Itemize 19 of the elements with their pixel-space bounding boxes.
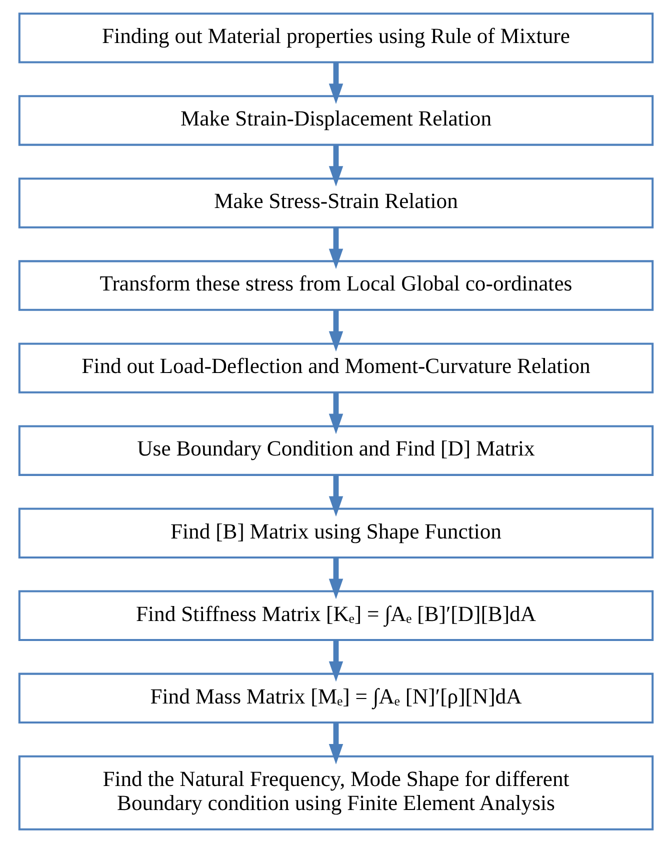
arrow bbox=[328, 475, 343, 517]
node-box: Find Stiffness Matrix [Kₑ] = ∫Aₑ [B]′[D][B]dA bbox=[18, 590, 654, 642]
arrow bbox=[328, 640, 343, 682]
node-box: Make Strain-Displacement Relation bbox=[18, 95, 654, 146]
arrow bbox=[328, 558, 343, 600]
node-box: Use Boundary Condition and Find [D] Matrix bbox=[18, 425, 654, 476]
arrow bbox=[328, 144, 343, 187]
arrow bbox=[328, 392, 343, 434]
node-box: Find the Natural Frequency, Mode Shape for different Boundary condition using Finite Element Analysis bbox=[18, 755, 654, 830]
node-box: Find Mass Matrix [Mₑ] = ∫Aₑ [N]′[ρ][N]dA bbox=[18, 672, 654, 724]
arrow bbox=[328, 62, 343, 104]
node-box: Transform these stress from Local Global co-ordinates bbox=[18, 260, 654, 311]
arrow bbox=[328, 722, 343, 764]
arrow bbox=[328, 310, 343, 352]
node-box: Find [B] Matrix using Shape Function bbox=[18, 508, 654, 558]
arrow bbox=[328, 227, 343, 270]
node-box: Finding out Material properties using Rule of Mixture bbox=[18, 12, 654, 64]
node-box: Find out Load-Deflection and Moment-Curvature Relation bbox=[18, 342, 654, 394]
node-box: Make Stress-Strain Relation bbox=[18, 178, 654, 228]
